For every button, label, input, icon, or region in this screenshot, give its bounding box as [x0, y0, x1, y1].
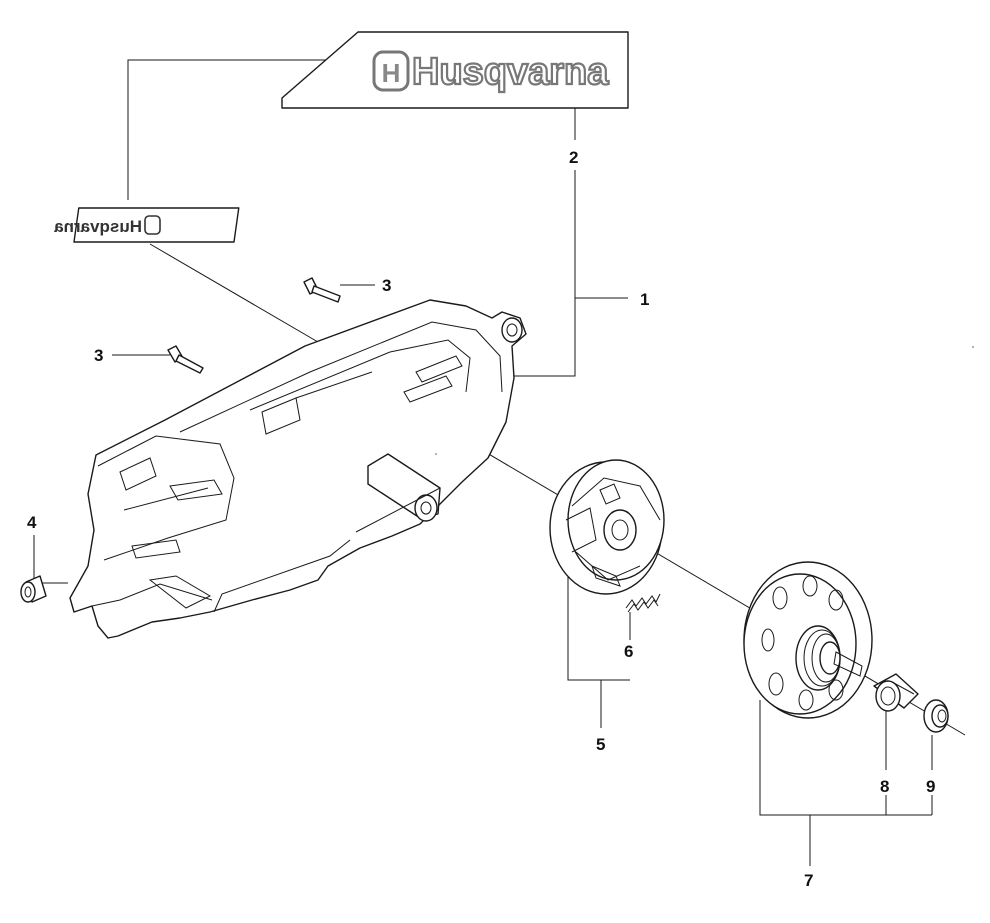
callout-7: 7	[804, 871, 813, 890]
callout-8: 8	[880, 777, 889, 796]
callout-5: 5	[596, 735, 605, 754]
husqvarna-decal-small-mirrored: Husqvarna	[54, 207, 240, 243]
nut-4	[20, 575, 47, 603]
husqvarna-decal-large-text: Husqvarna	[412, 51, 609, 93]
husqvarna-decal-small-text: Husqvarna	[54, 217, 142, 236]
husqvarna-logo-icon: H	[372, 50, 410, 92]
screw-lower	[167, 345, 204, 374]
callout-9: 9	[926, 777, 935, 796]
callout-2: 2	[569, 148, 578, 167]
callout-3-upper: 3	[382, 276, 391, 295]
clutch-assembly	[549, 459, 665, 595]
svg-text:H: H	[382, 58, 401, 88]
husqvarna-decal-large: H Husqvarna	[281, 31, 629, 109]
clutch-spring	[625, 593, 661, 613]
washer	[923, 699, 949, 733]
callout-labels: 1 2 3 3 4 5 6 7 8 9	[27, 148, 935, 890]
callout-4: 4	[27, 513, 37, 532]
callout-1: 1	[640, 290, 649, 309]
clutch-drum	[743, 561, 873, 719]
needle-bearing	[873, 673, 919, 712]
scan-dot	[972, 346, 974, 348]
screw-upper	[303, 277, 341, 303]
clutch-cover	[69, 299, 527, 639]
callout-3-lower: 3	[94, 346, 103, 365]
callout-6: 6	[624, 642, 633, 661]
scan-dot	[435, 453, 437, 455]
husqvarna-logo-small-icon	[144, 215, 161, 235]
